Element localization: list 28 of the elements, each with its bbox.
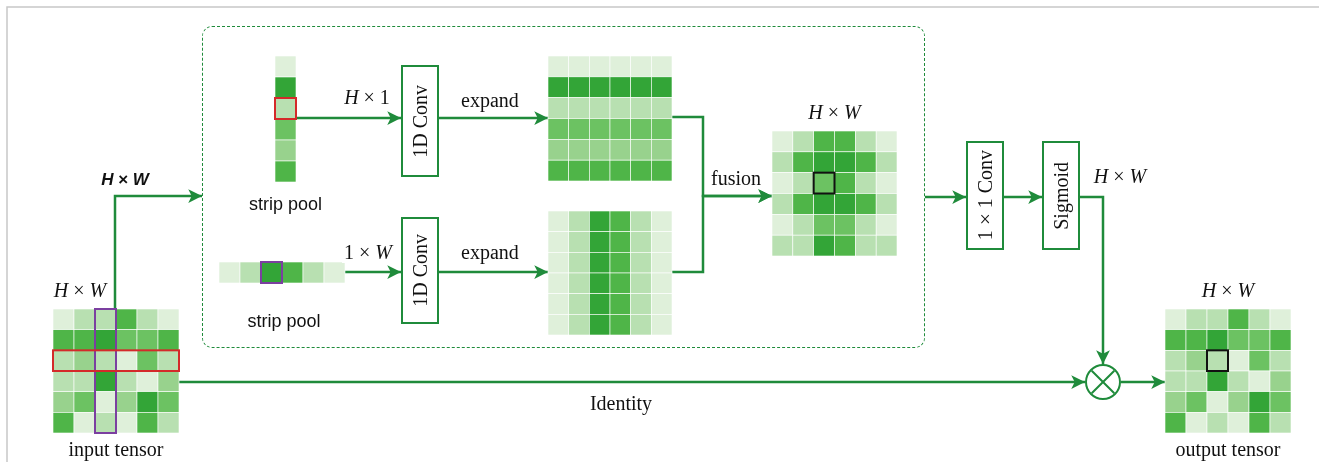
arrow [113,189,202,309]
arrow [439,111,548,125]
node-label: input tensor [68,438,164,460]
multiply-symbol [1085,364,1121,400]
dimension-label: H × W [53,279,107,301]
box-label: 1×1 Conv [975,150,995,241]
arrow [925,190,966,204]
process-box [1042,141,1080,250]
node-label: strip pool [249,195,322,215]
node-label: output tensor [1175,438,1281,460]
node-label: strip pool [247,312,321,332]
box-label: 1D Conv [410,84,430,158]
process-box [966,141,1004,250]
arrow [179,375,1085,389]
arrow [672,189,772,274]
box-label: Sigmoid [1051,161,1071,230]
arrow [345,265,401,279]
process-box [401,65,439,177]
dimension-label: H × W [808,101,861,123]
module-frame [202,26,925,348]
box-label: 1D Conv [410,234,430,307]
arrow [1080,195,1110,364]
arrow [1004,190,1042,204]
dimension-label: H × W [1201,279,1255,301]
process-box [401,217,439,324]
arrow [1121,375,1165,389]
arrow [439,265,548,279]
arrow [296,111,401,125]
